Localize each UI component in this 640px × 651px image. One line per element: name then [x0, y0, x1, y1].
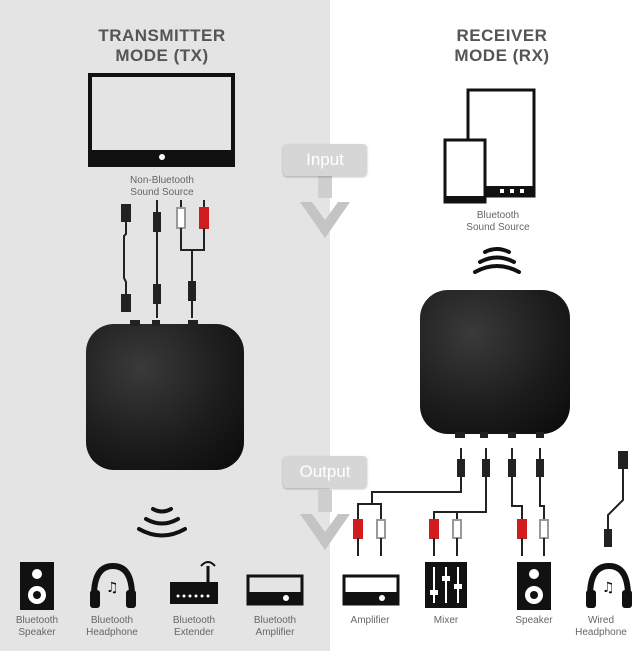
rx-mode-title: RECEIVER MODE (RX) — [454, 26, 550, 65]
tx-device-icon-router — [170, 561, 218, 604]
tx-device-label-headphone: Bluetooth Headphone — [86, 615, 138, 638]
output-label: Output — [283, 456, 367, 488]
rx-device-label-mixer: Mixer — [433, 615, 459, 626]
rx-output-cables — [353, 448, 628, 556]
rx-device-icon-headphone: ♫ — [586, 562, 632, 608]
input-label: Input — [283, 144, 367, 176]
tx-device-label-speaker: Bluetooth Speaker — [15, 615, 59, 638]
svg-text:♫: ♫ — [602, 580, 615, 596]
tx-device-label-extender: Bluetooth Extender — [172, 615, 216, 638]
rx-device-icon-speaker — [517, 562, 551, 610]
rx-device-label-headphone: Wired Headphone — [575, 615, 627, 638]
rx-wireless-icon — [473, 247, 521, 274]
tablet-phone-icon — [443, 88, 536, 204]
rx-device-label-speaker: Speaker — [515, 615, 553, 626]
tx-source-caption: Non-Bluetooth Sound Source — [130, 175, 194, 198]
rx-device-icon-mixer — [425, 562, 467, 608]
tx-device-icon-amplifier — [246, 574, 304, 606]
tx-input-cables — [121, 200, 209, 318]
tx-mode-title: TRANSMITTER MODE (TX) — [98, 26, 226, 65]
input-arrow-icon — [300, 176, 350, 238]
tx-device-label-amplifier: Bluetooth Amplifier — [253, 615, 297, 638]
tv-icon — [88, 73, 235, 167]
tx-wireless-icon — [137, 507, 187, 538]
rx-source-caption: Bluetooth Sound Source — [466, 210, 530, 233]
rx-adapter-box — [420, 290, 570, 438]
tx-device-icon-speaker — [20, 562, 54, 610]
rx-device-label-amplifier: Amplifier — [350, 615, 390, 626]
output-arrow-icon — [300, 490, 350, 550]
tx-adapter-box — [86, 320, 244, 470]
tx-device-icon-headphone: ♫ — [90, 562, 136, 608]
rx-device-icon-amplifier — [342, 574, 400, 606]
svg-text:♫: ♫ — [106, 580, 119, 596]
